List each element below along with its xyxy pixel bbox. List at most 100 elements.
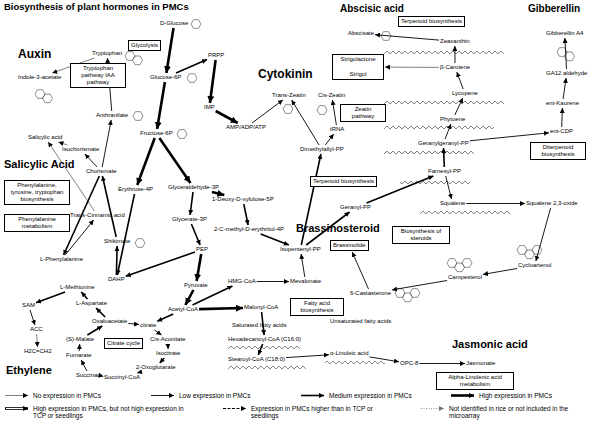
legend-line-sample — [5, 407, 28, 410]
carbon-chain — [325, 360, 385, 365]
legend-entry: No expression in PMCs — [4, 392, 101, 399]
reaction-arrow — [81, 292, 87, 299]
ring-structure — [187, 74, 197, 83]
metabolite-label: Zeaxanthin — [440, 38, 470, 45]
metabolite-label: IMP — [204, 104, 215, 111]
reaction-arrow — [536, 208, 551, 261]
pathway-box: StrigolactoneStrigol — [332, 54, 384, 80]
metabolite-label: citrate — [140, 322, 156, 329]
legend-line-sample — [223, 408, 246, 409]
reaction-arrow — [128, 323, 139, 324]
legend-text: High expression in PMCs, but not high ex… — [33, 405, 193, 419]
node-text: Tryptophan pathway IAA pathway — [73, 65, 123, 86]
carbon-chain — [228, 345, 300, 350]
reaction-arrow — [457, 72, 463, 89]
metabolite-label: Erythrose-4P — [118, 186, 153, 193]
reaction-arrow — [193, 286, 233, 305]
metabolite-label: Mevalonate — [290, 278, 321, 285]
legend-line — [450, 392, 476, 399]
reaction-arrow — [375, 35, 439, 40]
ring-structure — [532, 246, 542, 255]
metabolite-label: Squalene — [440, 200, 465, 207]
reaction-arrow — [126, 252, 195, 276]
node-text: Trans-Zeatin — [272, 92, 306, 99]
node-text: Malonyl-CoA — [244, 304, 278, 311]
reaction-arrow — [261, 234, 289, 245]
node-text: Glyceraldehyde-3P — [168, 184, 219, 191]
pathway-box: Phenylalanine, tyrosine, tryptophan bios… — [4, 180, 70, 205]
group-label: Unsaturated fatty acids — [330, 318, 391, 325]
reaction-arrow — [352, 252, 368, 289]
node-text: Erythrose-4P — [118, 186, 153, 193]
node-text: Squalene — [440, 200, 465, 207]
node-text: Isochorismate — [62, 146, 99, 153]
metabolite-label: Fumarate — [66, 352, 92, 359]
node-text: Terpenoid biosynthesis — [313, 178, 374, 185]
node-text: Phenylalanine metabolism — [7, 216, 67, 230]
node-text: D-Glucose — [160, 20, 188, 27]
metabolite-label: tRNA — [330, 126, 344, 133]
ring-structure — [133, 112, 143, 121]
node-text: Hexadecanoyl-CoA (C16:0) — [228, 336, 301, 343]
legend-line-sample — [421, 408, 444, 409]
metabolite-label: Glyceraldehyde-3P — [168, 184, 219, 191]
reaction-arrow — [185, 290, 193, 305]
legend-line — [4, 392, 30, 399]
metabolite-label: Cis-Aconitate — [150, 336, 186, 343]
metabolite-label: Glucose-6P — [150, 74, 181, 81]
legend-entry: Not identified in rice or not included i… — [420, 405, 589, 419]
node-text: citrate — [140, 322, 156, 329]
node-text: Geranyl-PP — [340, 204, 371, 211]
legend-entry: Low expression in PMCs — [150, 392, 251, 399]
node-text: Dimethylallyl-PP — [300, 146, 344, 153]
pathway-box: Glycolysis — [128, 40, 161, 51]
metabolite-label: Campesterol — [448, 274, 482, 281]
metabolite-label: Succinate — [76, 372, 102, 379]
reaction-arrow — [117, 194, 134, 275]
reaction-arrow — [445, 124, 451, 139]
hormone-name: Gibberellin — [528, 3, 580, 14]
legend-line — [420, 405, 446, 412]
pathway-box: Fatty acid biosynthesis — [290, 298, 344, 316]
carbon-chain — [228, 365, 306, 370]
metabolite-label: Trans-Cinnamic acid — [70, 212, 125, 219]
metabolite-label: DAHP — [108, 276, 125, 283]
node-text: Isocitrate — [156, 350, 180, 357]
legend-text: Medium expression in PMCs — [329, 392, 412, 399]
node-text: ACC — [30, 326, 43, 333]
group-label: Saturated fatty acids — [232, 322, 287, 329]
legend-line-sample — [151, 395, 174, 396]
metabolite-label: Geranyl-PP — [340, 204, 371, 211]
metabolite-label: Tryptophan — [92, 50, 122, 57]
reaction-arrow — [157, 314, 173, 321]
reaction-arrow — [325, 134, 333, 145]
ring-structure — [462, 259, 472, 268]
legend-text: Expression in PMCs higher than in TCP or… — [251, 405, 396, 419]
metabolite-label: PRPP — [208, 52, 224, 59]
legend-line-sample — [5, 395, 28, 396]
pathway-box: Terpenoid biosynthesis — [310, 176, 377, 187]
metabolite-label: Chorismate — [86, 168, 117, 175]
hormone-name: Brassinosteroid — [296, 222, 380, 234]
reaction-arrow — [157, 82, 165, 129]
node-text: AMP/ADP/ATP — [226, 124, 266, 131]
node-text: Tryptophan — [92, 50, 122, 57]
carbon-chain — [420, 210, 510, 215]
legend-entry: Expression in PMCs higher than in TCP or… — [222, 405, 396, 419]
node-text: α-Linoleic acid — [330, 350, 369, 357]
node-text: ent-Kaurene — [546, 100, 579, 107]
pathway-box: Terpenoid biosynthesis — [398, 16, 465, 27]
ring-structure — [43, 94, 53, 103]
legend-entry: Medium expression in PMCs — [300, 392, 412, 399]
metabolite-label: β-Carotene — [440, 64, 470, 71]
ring-structure — [135, 239, 145, 248]
node-text: Campesterol — [448, 274, 482, 281]
reaction-arrow — [244, 204, 248, 225]
metabolite-label: Isocitrate — [156, 350, 180, 357]
reaction-arrow — [292, 100, 320, 145]
node-text: ent-CDP — [550, 128, 573, 135]
hormone-name: Salicylic Acid — [4, 158, 75, 170]
metabolite-label: Squalene 2,3-oxide — [526, 200, 578, 207]
node-text: Diterpenoid biosynthesis — [533, 144, 583, 158]
